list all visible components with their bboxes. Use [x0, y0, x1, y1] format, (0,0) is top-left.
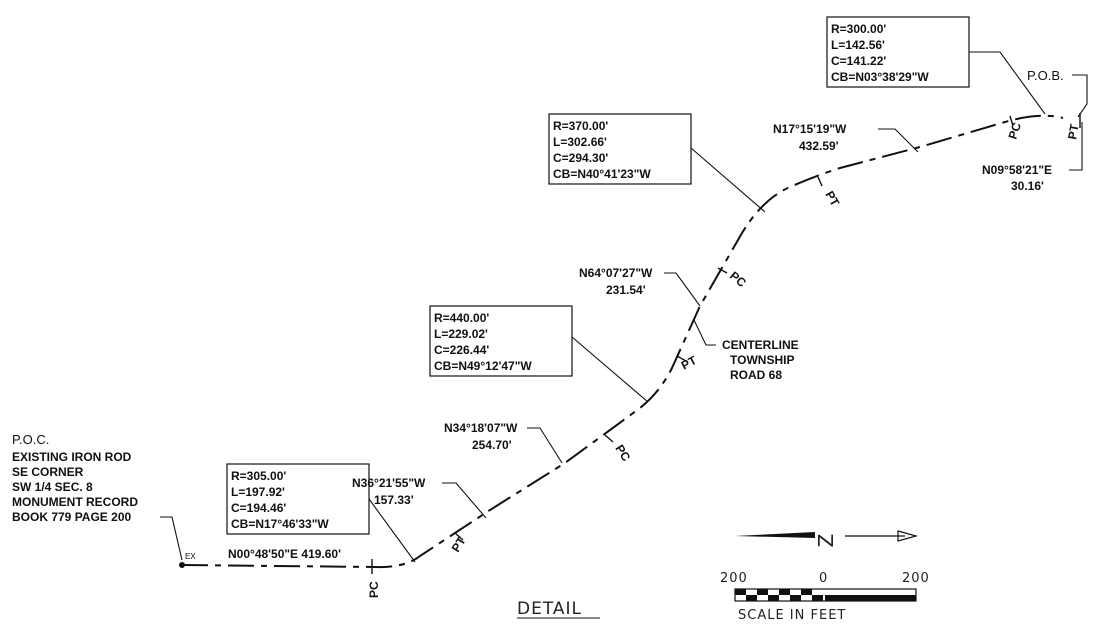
- pc-label-3: PC: [727, 269, 749, 291]
- n09-leader: [1069, 122, 1083, 171]
- distance-n34: 254.70': [472, 438, 512, 452]
- curve-table-pob: R=300.00' L=142.56' C=141.22' CB=N03°38'…: [826, 16, 1046, 115]
- scale-tick-left: 200: [720, 571, 748, 586]
- bearing-n09: N09°58'21"E: [982, 163, 1052, 177]
- pt-label-3: PT: [822, 189, 842, 210]
- poc-point: [179, 562, 185, 568]
- scale-caption: SCALE IN FEET: [738, 608, 846, 623]
- pc-tick-2: [604, 434, 614, 443]
- curve-2-line-4: CB=N40°41'23"W: [553, 167, 651, 181]
- bearing-n00: N00°48'50"E 419.60': [228, 547, 341, 561]
- pc-tick-3: [717, 267, 728, 274]
- poc-label-1: P.O.C.: [12, 432, 49, 447]
- curve-3-line-4: CB=N49°12'47"W: [434, 359, 532, 373]
- north-letter: Z: [814, 533, 838, 548]
- distance-n09: 30.16': [1011, 179, 1044, 193]
- poc-label-2: EXISTING IRON ROD: [12, 450, 132, 464]
- pt-label-1: PT: [449, 534, 469, 555]
- curve-pob-line-3: C=141.22': [831, 54, 886, 68]
- scale-bar: 200 0 200 SCALE IN FEET: [720, 571, 930, 623]
- centerline-label-3: ROAD 68: [730, 368, 782, 382]
- curve-4-leader: [368, 498, 416, 563]
- curve-table-3: R=440.00' L=229.02' C=226.44' CB=N49°12'…: [429, 305, 649, 403]
- poc-leader: [160, 516, 183, 561]
- curve-3-leader: [571, 336, 649, 403]
- curve-table-2: R=370.00' L=302.66' C=294.30' CB=N40°41'…: [548, 113, 766, 213]
- distance-n36: 157.33': [374, 493, 414, 507]
- centerline-leader: [693, 319, 716, 346]
- north-arrow-tail: [735, 532, 815, 538]
- poc-label-4: SW 1/4 SEC. 8: [12, 480, 93, 494]
- distance-n64: 231.54': [606, 283, 646, 297]
- curve-box-3: [429, 305, 573, 377]
- bearing-n36: N36°21'55"W: [352, 476, 426, 490]
- scale-tick-right: 200: [902, 571, 930, 586]
- curve-3-line-1: R=440.00': [434, 311, 489, 325]
- poc-label-3: SE CORNER: [12, 465, 84, 479]
- pt-tick-2: [676, 355, 687, 362]
- north-arrow-head: [897, 530, 919, 542]
- bearing-n64: N64°07'27"W: [579, 266, 653, 280]
- pt-tick-3: [817, 176, 823, 187]
- pc-label-4: PC: [1006, 120, 1025, 140]
- poc-label-6: BOOK 779 PAGE 200: [12, 510, 131, 524]
- curve-3-line-2: L=229.02': [434, 327, 488, 341]
- road-centerline: [181, 114, 1064, 569]
- curve-2-leader: [690, 147, 766, 213]
- n34-leader: [527, 427, 563, 464]
- poc-label-5: MONUMENT RECORD: [12, 495, 138, 509]
- curve-pob-line-4: CB=N03°38'29"W: [831, 70, 929, 84]
- pt-label-4: PT: [1065, 122, 1082, 140]
- curve-pob-line-1: R=300.00': [831, 22, 886, 36]
- curve-4-line-2: L=197.92': [231, 485, 285, 499]
- north-arrow: Z: [735, 530, 919, 548]
- bearing-n34: N34°18'07"W: [444, 421, 518, 435]
- n17-leader: [878, 128, 919, 153]
- curve-table-4: R=305.00' L=197.92' C=194.46' CB=N17°46'…: [226, 463, 416, 563]
- pc-label-2: PC: [612, 442, 633, 464]
- pt-label-2: PT: [679, 353, 700, 373]
- n36-leader: [442, 482, 487, 519]
- pc-tick-4: [1009, 115, 1014, 127]
- pob-leader: [1072, 74, 1088, 118]
- curve-4-line-3: C=194.46': [231, 501, 286, 515]
- curve-4-line-1: R=305.00': [231, 469, 286, 483]
- pc-label-1: PC: [367, 581, 381, 598]
- bearing-n17: N17°15'19"W: [773, 122, 847, 136]
- curve-pob-line-2: L=142.56': [831, 38, 885, 52]
- centerline-label-2: TOWNSHIP: [730, 353, 794, 367]
- curve-pob-leader: [969, 51, 1046, 115]
- curve-2-line-3: C=294.30': [553, 151, 608, 165]
- scale-tick-mid: 0: [819, 571, 828, 586]
- distance-n17: 432.59': [799, 139, 839, 153]
- curve-4-line-4: CB=N17°46'33"W: [231, 517, 329, 531]
- detail-title: DETAIL: [517, 599, 582, 619]
- centerline-label-1: CENTERLINE: [722, 338, 799, 352]
- ex-label: EX: [185, 552, 196, 561]
- n64-leader: [664, 272, 701, 307]
- pt-tick-1: [454, 532, 464, 541]
- curve-2-line-1: R=370.00': [553, 119, 608, 133]
- pob-label: P.O.B.: [1027, 68, 1064, 83]
- curve-box-2: [548, 113, 692, 185]
- curve-3-line-3: C=226.44': [434, 343, 489, 357]
- curve-2-line-2: L=302.66': [553, 135, 607, 149]
